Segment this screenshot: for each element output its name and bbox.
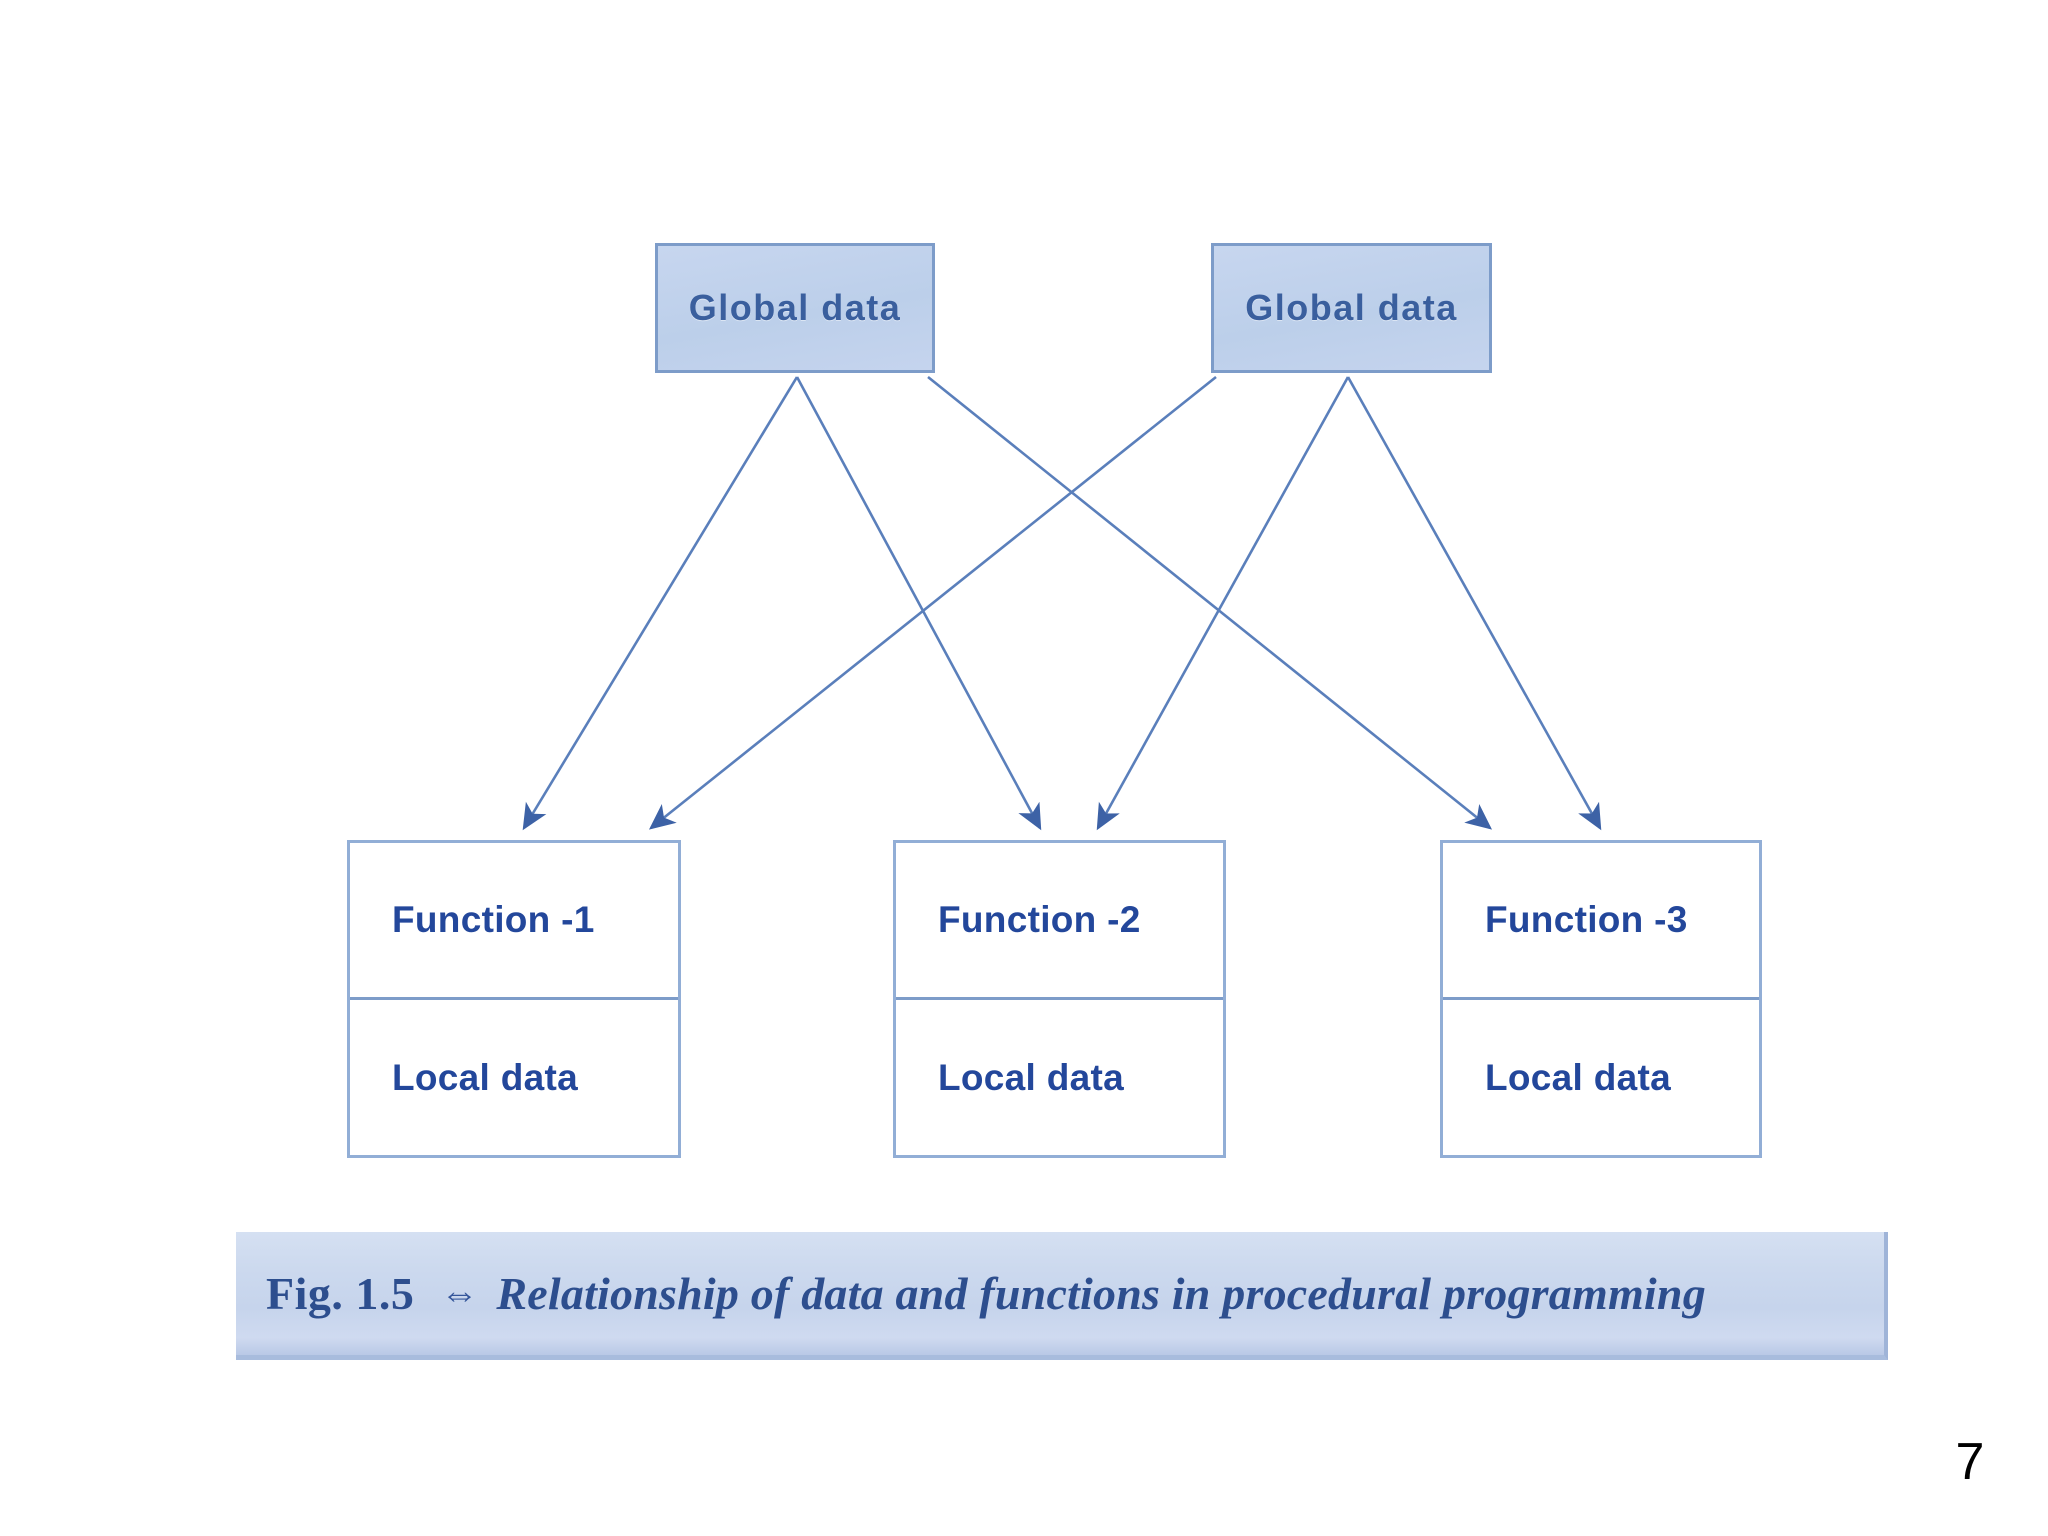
arrow-global2-to-func2 <box>1096 376 1350 831</box>
function-name-cell-2: Function -2 <box>896 843 1223 1000</box>
local-data-label-2: Local data <box>938 1056 1124 1098</box>
function-label-2: Function -2 <box>938 899 1141 940</box>
local-data-cell-2: Local data <box>896 1000 1223 1155</box>
global-data-box-1[interactable]: Global data <box>655 243 935 373</box>
arrow-global2-to-func3 <box>1346 376 1602 831</box>
function-box-1[interactable]: Function -1 Local data <box>347 840 681 1158</box>
arrow-global1-to-func2 <box>795 376 1042 831</box>
local-data-label-1: Local data <box>392 1056 578 1098</box>
global-data-box-2[interactable]: Global data <box>1211 243 1492 373</box>
function-label-3: Function -3 <box>1485 899 1688 940</box>
figure-caption-text: Fig. 1.5 ⇔ Relationship of data and func… <box>236 1267 1706 1320</box>
function-label-1: Function -1 <box>392 899 595 940</box>
function-name-cell-1: Function -1 <box>350 843 678 1000</box>
figure-number: Fig. 1.5 <box>266 1268 415 1319</box>
page-number: 7 <box>1955 1433 1985 1491</box>
global-data-label-1: Global data <box>688 287 902 328</box>
local-data-cell-1: Local data <box>350 1000 678 1155</box>
function-name-cell-3: Function -3 <box>1443 843 1759 1000</box>
function-box-3[interactable]: Function -3 Local data <box>1440 840 1762 1158</box>
double-arrow-icon: ⇔ <box>440 1273 479 1315</box>
arrow-global1-to-func3 <box>927 375 1493 830</box>
figure-caption-band: Fig. 1.5 ⇔ Relationship of data and func… <box>236 1232 1888 1360</box>
figure-caption-title: Relationship of data and functions in pr… <box>496 1268 1706 1319</box>
arrow-global2-to-func1 <box>648 375 1217 830</box>
function-box-2[interactable]: Function -2 Local data <box>893 840 1226 1158</box>
arrow-global1-to-func1 <box>522 376 799 831</box>
global-data-label-2: Global data <box>1245 287 1458 328</box>
local-data-cell-3: Local data <box>1443 1000 1759 1155</box>
local-data-label-3: Local data <box>1485 1056 1671 1098</box>
